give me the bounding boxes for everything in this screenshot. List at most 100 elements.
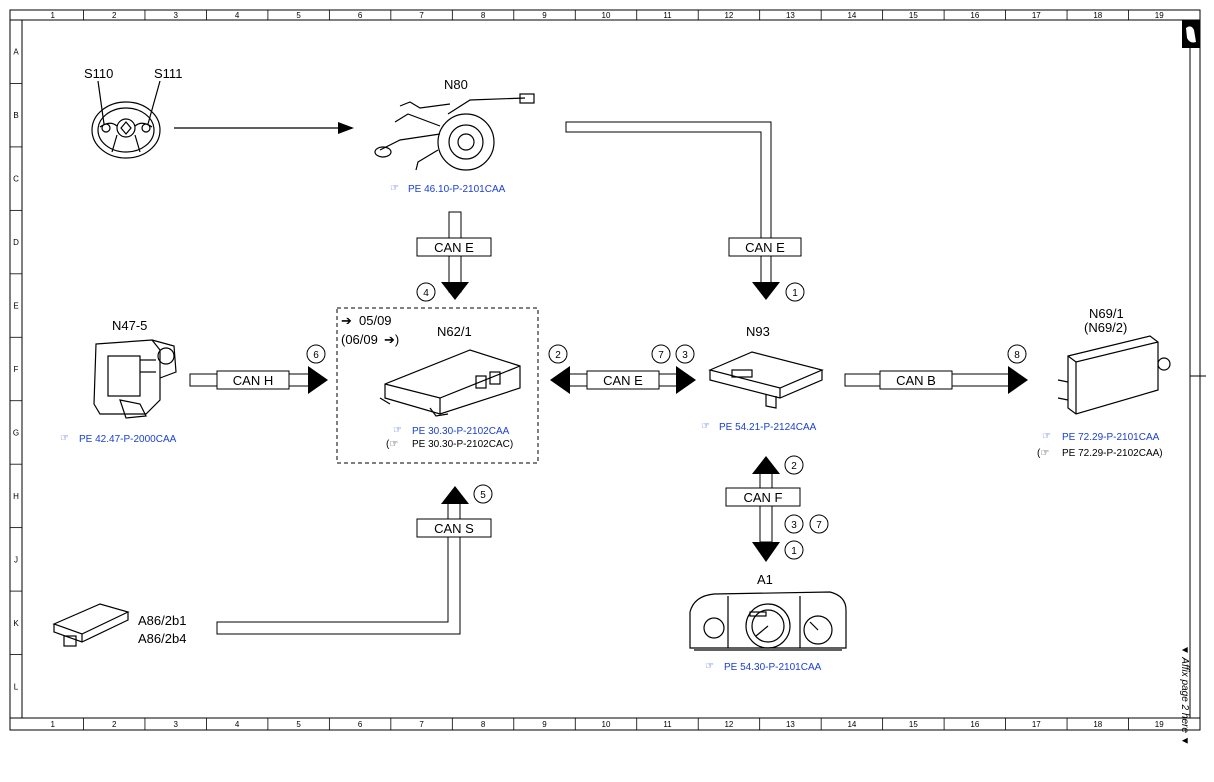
grid-column-label: 7 (419, 720, 424, 729)
grid-column-label: 6 (358, 11, 363, 20)
corner-icon (1182, 20, 1200, 48)
n69-1-reference-open: (☞ (1037, 448, 1049, 459)
grid-row-label: F (14, 365, 19, 374)
grid-column-label: 18 (1093, 720, 1102, 729)
grid-column-label: 10 (602, 11, 611, 20)
svg-text:4: 4 (423, 288, 429, 299)
parktronic-control-unit-icon (379, 349, 521, 417)
grid-column-label: 13 (786, 11, 795, 20)
svg-text:1: 1 (791, 546, 797, 557)
grid-column-label: 3 (173, 11, 178, 20)
grid-column-label: 16 (970, 11, 979, 20)
grid-column-label: 7 (419, 11, 424, 20)
svg-text:CAN E: CAN E (434, 240, 474, 255)
n47-5-reference[interactable]: PE 42.47-P-2000CAA (79, 434, 177, 445)
arrowhead (550, 366, 570, 394)
arrow-glyph-close: ➔) (384, 332, 399, 347)
arrowhead (752, 456, 780, 474)
marker-6: 6 (306, 344, 326, 364)
n93-label: N93 (746, 324, 770, 339)
can-s-bus-label: CAN S (416, 518, 492, 538)
date-0509: 05/09 (359, 313, 392, 328)
grid-column-label: 8 (481, 720, 486, 729)
arrowhead (752, 282, 780, 300)
sensor-icon (52, 603, 130, 647)
svg-text:8: 8 (1014, 350, 1020, 361)
svg-text:CAN E: CAN E (603, 373, 643, 388)
marker-4: 4 (416, 282, 436, 302)
grid-column-label: 8 (481, 11, 486, 20)
n47-5-reference-icon: ☞ (60, 433, 69, 444)
grid-row-label: D (13, 238, 19, 247)
grid-column-label: 16 (970, 720, 979, 729)
svg-text:6: 6 (313, 350, 319, 361)
grid-row-label: H (13, 492, 19, 501)
instrument-cluster-icon (689, 591, 847, 651)
n62-1-label: N62/1 (437, 324, 472, 339)
grid-row-label: E (13, 302, 18, 311)
can-f-bus-label: CAN F (725, 487, 801, 507)
a1-reference-icon: ☞ (705, 661, 714, 672)
svg-text:CAN B: CAN B (896, 373, 936, 388)
svg-text:1: 1 (792, 288, 798, 299)
n62-1-reference-open: (☞ (386, 439, 398, 450)
grid-column-label: 4 (235, 720, 240, 729)
grid-column-label: 19 (1155, 720, 1164, 729)
n69-1-reference-icon: ☞ (1042, 431, 1051, 442)
s111-label: S111 (154, 66, 182, 81)
n62-1-reference-icon: ☞ (393, 425, 402, 436)
grid-column-label: 11 (663, 11, 672, 20)
grid-column-label: 6 (358, 720, 363, 729)
grid-column-label: 5 (296, 11, 301, 20)
a1-reference[interactable]: PE 54.30-P-2101CAA (724, 662, 822, 673)
grid-column-label: 19 (1155, 11, 1164, 20)
n47-5-label: N47-5 (112, 318, 147, 333)
n62-1-reference[interactable]: PE 30.30-P-2102CAA (412, 426, 510, 437)
n69-2-label: (N69/2) (1084, 320, 1127, 335)
grid-column-label: 14 (847, 11, 856, 20)
arrowhead (338, 122, 354, 134)
grid-column-label: 17 (1032, 11, 1041, 20)
grid-row-label: B (13, 111, 18, 120)
grid-column-label: 17 (1032, 720, 1041, 729)
svg-text:7: 7 (816, 520, 822, 531)
arrowhead (676, 366, 696, 394)
svg-text:7: 7 (658, 350, 664, 361)
grid-column-label: 5 (296, 720, 301, 729)
can-b-bus-label: CAN B (879, 370, 953, 390)
can-e-left-bus-label: CAN E (416, 237, 492, 257)
marker-3b: 3 (784, 514, 804, 534)
grid-row-label: K (13, 619, 19, 628)
n69-1-label: N69/1 (1089, 306, 1124, 321)
grid-column-label: 11 (663, 720, 672, 729)
svg-text:CAN H: CAN H (233, 373, 273, 388)
grid-column-label: 1 (51, 720, 56, 729)
arrowhead (441, 282, 469, 300)
steering-column-module-icon (374, 93, 535, 171)
n69-1-reference[interactable]: PE 72.29-P-2101CAA (1062, 432, 1160, 443)
grid-row-label: G (13, 428, 19, 437)
n80-reference[interactable]: PE 46.10-P-2101CAA (408, 184, 506, 195)
arrowhead (752, 542, 780, 562)
grid-row-label: A (13, 48, 19, 57)
can-e-right-bus-label: CAN E (728, 237, 802, 257)
grid-column-label: 2 (112, 720, 117, 729)
n62-1-alt-reference[interactable]: PE 30.30-P-2102CAC) (412, 439, 513, 450)
svg-text:CAN E: CAN E (745, 240, 785, 255)
n93-reference[interactable]: PE 54.21-P-2124CAA (719, 422, 817, 433)
affix-page-note: ▼ Affix page 2 here ▼ (1179, 645, 1190, 746)
a86-2b4-label: A86/2b4 (138, 631, 186, 646)
central-gateway-icon (708, 351, 824, 409)
grid-column-label: 4 (235, 11, 240, 20)
grid-column-label: 1 (51, 11, 56, 20)
grid-row-label: C (13, 175, 19, 184)
svg-text:CAN F: CAN F (744, 490, 783, 505)
marker-2: 2 (548, 344, 568, 364)
marker-5: 5 (473, 484, 493, 504)
n69-1-alt-reference[interactable]: PE 72.29-P-2102CAA) (1062, 448, 1163, 459)
marker-7: 7 (651, 344, 671, 364)
svg-text:3: 3 (791, 520, 797, 531)
date-0609: (06/09 (341, 332, 378, 347)
